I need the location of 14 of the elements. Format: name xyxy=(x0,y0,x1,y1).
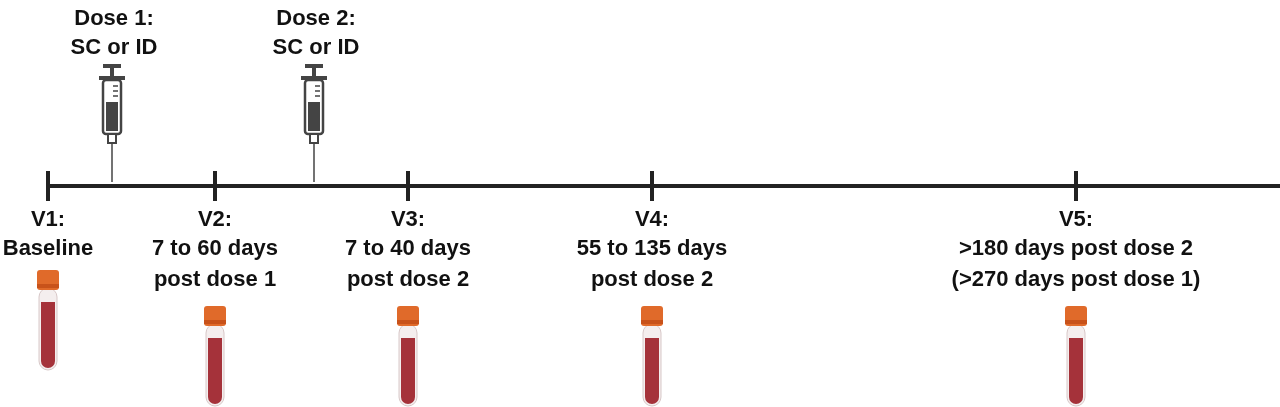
visit-label: V5: xyxy=(1057,205,1095,233)
dose-route-label: SC or ID xyxy=(271,33,361,61)
visit-timing-label: 7 to 40 days post dose 2 xyxy=(344,234,472,293)
visit-timing-label: >180 days post dose 2 (>270 days post dose 1) xyxy=(950,234,1202,293)
visit-timing-label: Baseline xyxy=(1,234,95,262)
dose-label: Dose 1: xyxy=(73,4,155,32)
visit-timing-label: 55 to 135 days post dose 2 xyxy=(575,234,729,293)
dose-route-label: SC or ID xyxy=(69,33,159,61)
visit-label: V1: xyxy=(29,205,67,233)
visit-label: V3: xyxy=(389,205,427,233)
visit-label: V2: xyxy=(196,205,234,233)
visit-timing-label: 7 to 60 days post dose 1 xyxy=(151,234,279,293)
visit-label: V4: xyxy=(633,205,671,233)
dose-label: Dose 2: xyxy=(275,4,357,32)
